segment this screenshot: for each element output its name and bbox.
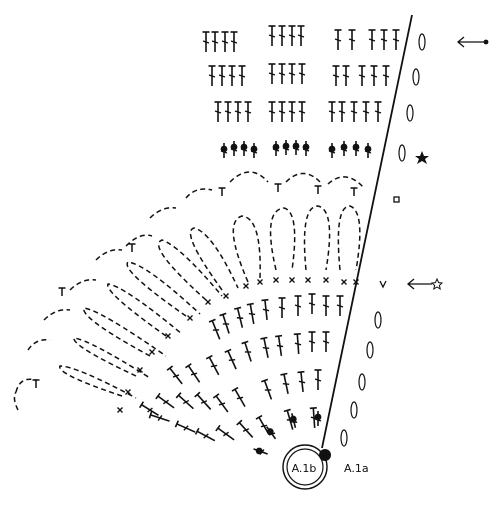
chain-arches [13,171,365,411]
fan-stitches [138,293,345,445]
bobble-row [219,139,373,159]
side-label: A.1a [344,462,369,475]
star-icon [415,151,429,164]
v-stitch-icon [379,280,387,289]
ring-label: A.1b [292,462,317,475]
magic-ring [282,444,331,490]
dc-row-3 [213,101,383,123]
sc-row [116,276,360,414]
star-arrow-icon [406,277,444,291]
dc-row-2 [207,63,391,87]
upper-rows [201,25,401,159]
start-arrow-icon [456,36,489,48]
dc-row-1 [201,25,401,53]
right-edge [321,14,426,449]
small-square-icon [393,196,400,203]
